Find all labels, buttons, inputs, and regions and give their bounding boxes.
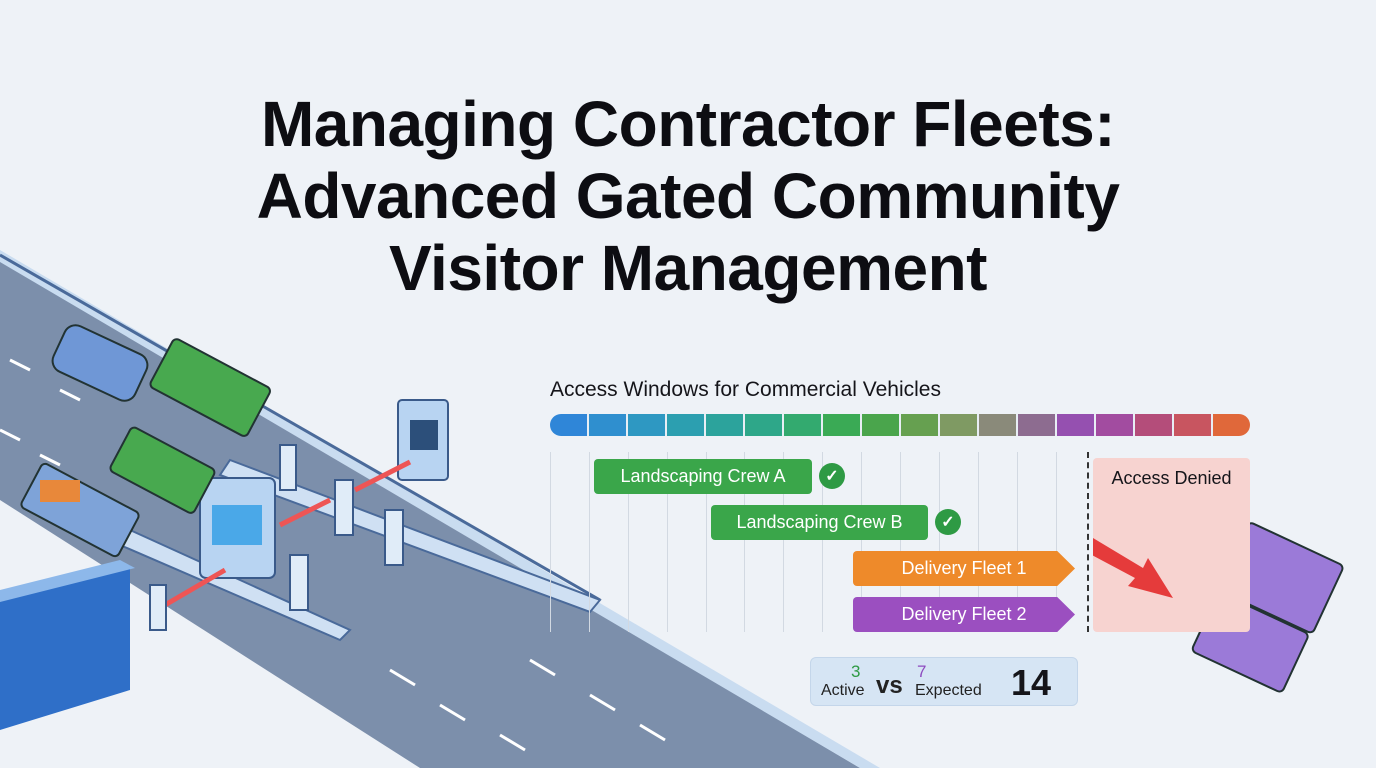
- title-line-1: Managing Contractor Fleets:: [260, 88, 1116, 160]
- time-segment: [1174, 414, 1213, 436]
- check-icon: ✓: [935, 509, 961, 535]
- cutoff-line: [1087, 452, 1089, 632]
- time-segment: [862, 414, 901, 436]
- time-segment: [784, 414, 823, 436]
- time-segment: [940, 414, 979, 436]
- time-segment: [979, 414, 1018, 436]
- time-segment: [1135, 414, 1174, 436]
- grid-line: [588, 452, 590, 632]
- grid-line: [627, 452, 629, 632]
- time-segment: [1018, 414, 1057, 436]
- total-count: 14: [1011, 662, 1052, 703]
- page-title: Managing Contractor Fleets: Advanced Gat…: [0, 88, 1376, 304]
- grid-line: [550, 452, 551, 632]
- bar-landscaping-crew-b[interactable]: Landscaping Crew B: [711, 505, 928, 540]
- expected-label: Expected: [915, 682, 982, 699]
- title-line-2: Advanced Gated Community: [256, 160, 1120, 232]
- time-segment: [628, 414, 667, 436]
- check-icon: ✓: [819, 463, 845, 489]
- time-segment: [589, 414, 628, 436]
- grid-line: [666, 452, 668, 632]
- active-count: 3: [851, 662, 861, 681]
- grid-line: [1016, 452, 1018, 632]
- grid-line: [938, 452, 940, 632]
- bar-delivery-fleet-1[interactable]: Delivery Fleet 1: [853, 551, 1075, 586]
- kiosks: [149, 444, 404, 631]
- grid-line: [705, 452, 707, 632]
- island: [218, 458, 602, 614]
- time-segment: [745, 414, 784, 436]
- time-segment: [901, 414, 940, 436]
- wall: [0, 565, 130, 730]
- grid-line: [977, 452, 979, 632]
- barrier-arm: [163, 567, 227, 608]
- denied-arrow-icon: [1093, 538, 1173, 598]
- grid-line: [1055, 452, 1057, 632]
- time-segment: [1057, 414, 1096, 436]
- access-denied-label: Access Denied: [1111, 468, 1232, 488]
- title-line-3: Visitor Management: [389, 232, 987, 304]
- grid-line: [783, 452, 785, 632]
- time-segment: [706, 414, 745, 436]
- grid-line: [744, 452, 746, 632]
- time-segment: [667, 414, 706, 436]
- expected-count: 7: [917, 662, 927, 681]
- timeline-title: Access Windows for Commercial Vehicles: [550, 378, 941, 401]
- grid-line: [900, 452, 901, 632]
- time-scale: [550, 414, 1250, 436]
- fleet-stats-card: 3 Active vs 7 Expected 14: [810, 657, 1078, 706]
- grid-line: [861, 452, 863, 632]
- time-segment: [1096, 414, 1135, 436]
- bar-delivery-fleet-2[interactable]: Delivery Fleet 2: [853, 597, 1075, 632]
- bar-landscaping-crew-a[interactable]: Landscaping Crew A: [594, 459, 812, 494]
- time-segment: [550, 414, 589, 436]
- access-denied-zone: Access Denied: [1093, 458, 1250, 632]
- time-segment: [823, 414, 862, 436]
- vs-label: vs: [876, 672, 903, 699]
- time-segment: [1213, 414, 1250, 436]
- lane-markings: [0, 358, 666, 752]
- grid-line: [822, 452, 824, 632]
- active-label: Active: [821, 682, 865, 699]
